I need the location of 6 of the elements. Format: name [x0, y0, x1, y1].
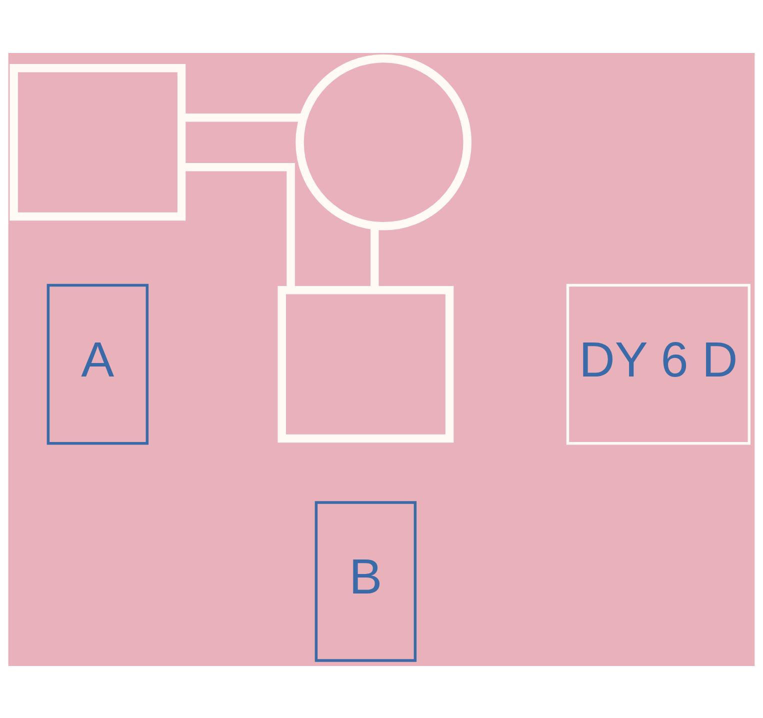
node-box: DY 6 D: [566, 283, 751, 444]
node-box: [10, 64, 186, 220]
node-circle: [296, 54, 472, 230]
node-box: A: [46, 283, 149, 444]
node-box: [278, 285, 454, 442]
node-box: B: [314, 500, 417, 662]
